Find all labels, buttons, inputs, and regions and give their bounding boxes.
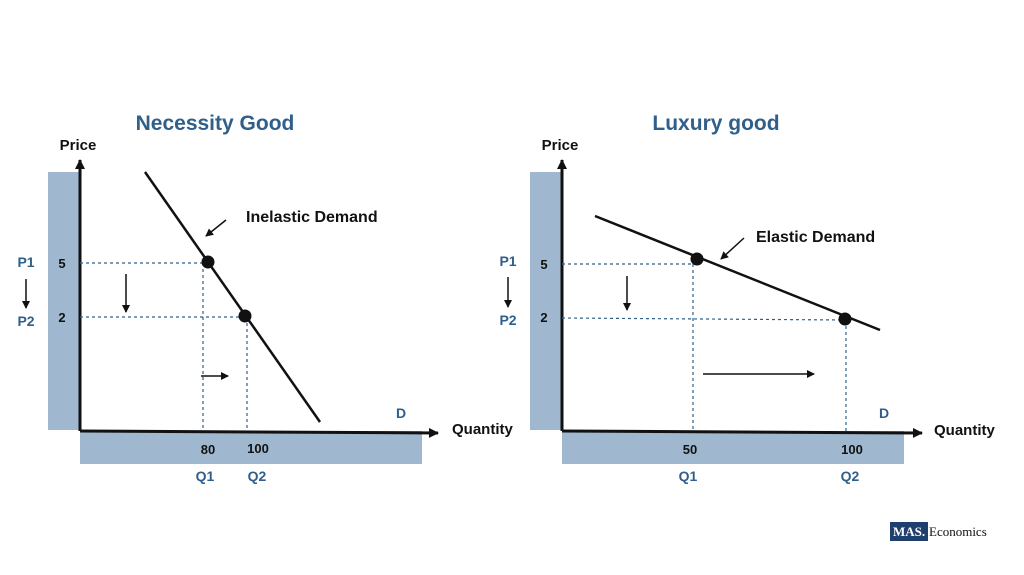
right-curve-label: Elastic Demand — [756, 229, 875, 246]
left-q1-label: Q1 — [196, 468, 215, 484]
left-curve-label: Inelastic Demand — [246, 209, 378, 226]
left-p1-value: 5 — [58, 256, 65, 271]
brand-logo-text: Economics — [929, 524, 987, 539]
right-q1-value: 50 — [683, 442, 697, 457]
left-price-band — [48, 172, 80, 430]
left-q1-value: 80 — [201, 442, 215, 457]
right-price-band — [530, 172, 562, 430]
right-quantity-band — [562, 431, 904, 464]
left-p1-label: P1 — [17, 254, 34, 270]
right-p2-value: 2 — [540, 310, 547, 325]
right-p2-guide — [561, 317, 847, 321]
left-p2-value: 2 — [58, 310, 65, 325]
right-point-p2q2 — [838, 312, 852, 326]
left-demand-curve — [143, 171, 322, 423]
right-demand-curve — [594, 214, 881, 332]
right-p1-label: P1 — [499, 253, 516, 269]
right-title: Luxury good — [652, 112, 779, 135]
brand-logo-box: MAS. — [890, 522, 929, 541]
right-curve-pointer — [720, 237, 745, 260]
left-q2-value: 100 — [247, 441, 269, 456]
left-q2-label: Q2 — [248, 468, 267, 484]
right-p2-label: P2 — [499, 312, 516, 328]
right-demand-label: D — [879, 405, 889, 421]
luxury-good-panel: Luxury good Price Quantity Elastic Deman… — [499, 112, 995, 484]
right-price-label: Price — [542, 137, 579, 154]
right-q1-label: Q1 — [679, 468, 698, 484]
right-point-p1q1 — [690, 252, 704, 266]
left-point-p1q1 — [201, 255, 215, 269]
left-demand-label: D — [396, 405, 406, 421]
left-curve-pointer — [205, 219, 227, 237]
right-quantity-label: Quantity — [934, 422, 995, 439]
left-title: Necessity Good — [136, 112, 295, 135]
left-quantity-band — [80, 431, 422, 464]
right-p1-value: 5 — [540, 257, 547, 272]
left-price-label: Price — [60, 137, 97, 154]
right-q2-value: 100 — [841, 442, 863, 457]
left-x-axis — [79, 427, 439, 438]
right-x-axis — [561, 427, 923, 438]
left-p2-label: P2 — [17, 313, 34, 329]
left-quantity-label: Quantity — [452, 421, 513, 438]
left-point-p2q2 — [238, 309, 252, 323]
right-q2-label: Q2 — [841, 468, 860, 484]
necessity-good-panel: Necessity Good Price Quantity Inelastic … — [17, 112, 513, 484]
